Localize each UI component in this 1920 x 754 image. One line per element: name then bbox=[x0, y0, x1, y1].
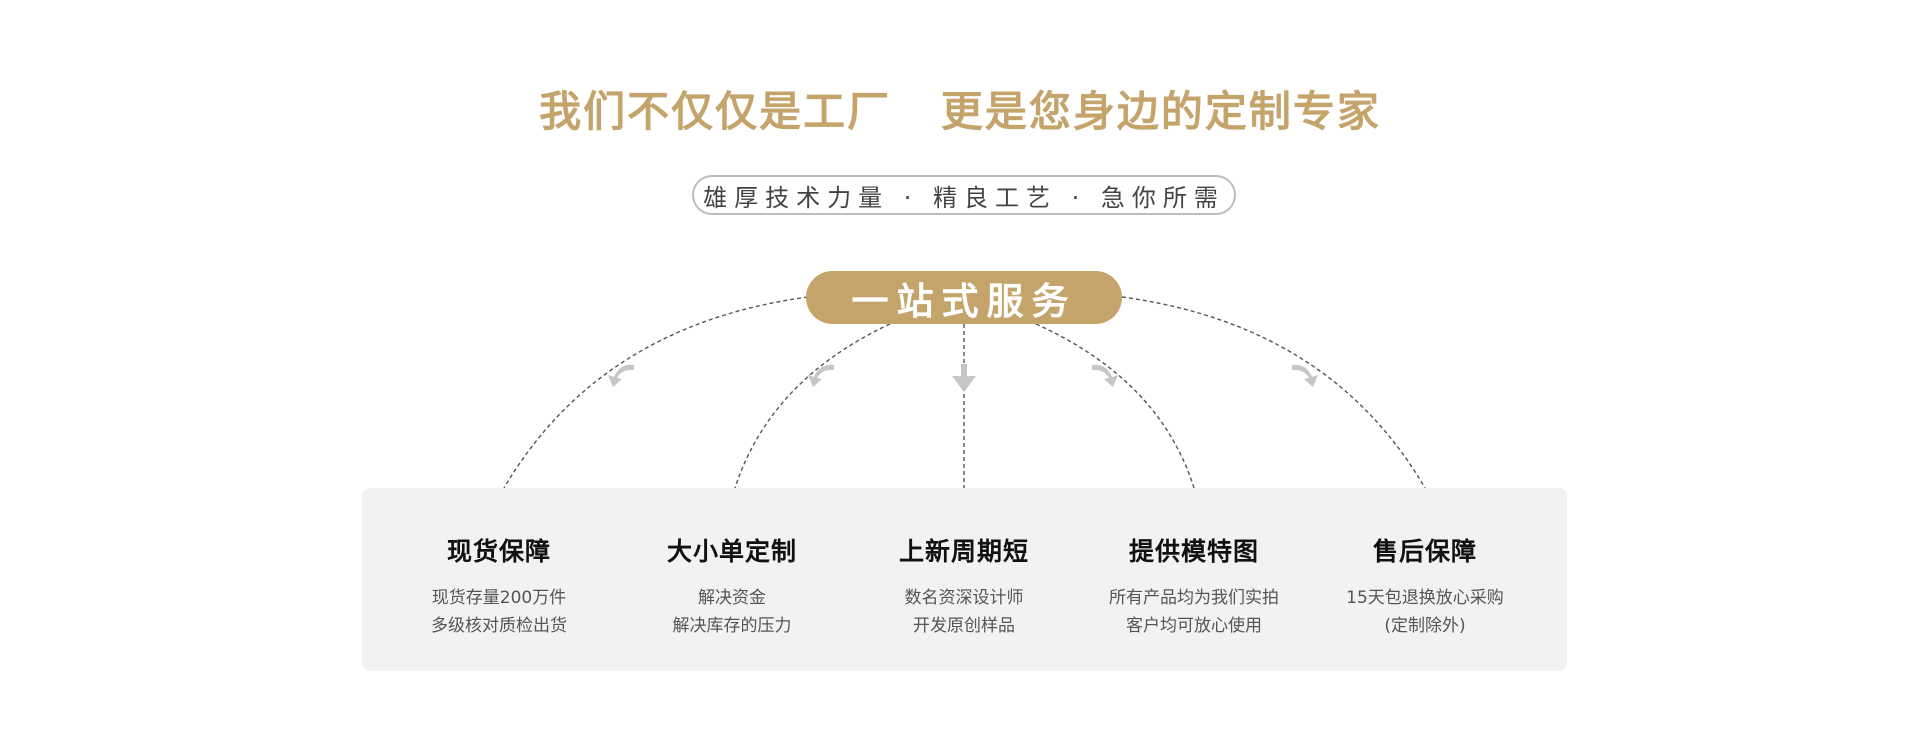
feature-line: 15天包退换放心采购 bbox=[1346, 588, 1504, 608]
one-stop-service-badge: 一站式服务 bbox=[806, 271, 1122, 324]
subtitle-pill: 雄厚技术力量 · 精良工艺 · 急你所需 bbox=[692, 175, 1236, 215]
feature-line: 所有产品均为我们实拍 bbox=[1109, 588, 1279, 608]
subtitle-text: 雄厚技术力量 · 精良工艺 · 急你所需 bbox=[703, 183, 1225, 212]
curved-arrow-icon bbox=[1092, 364, 1118, 387]
service-label: 一站式服务 bbox=[851, 279, 1077, 323]
inner-right-arc bbox=[1035, 323, 1195, 489]
curved-arrow-icon bbox=[608, 364, 634, 387]
feature-title: 上新周期短 bbox=[898, 537, 1029, 566]
feature-line: 多级核对质检出货 bbox=[431, 616, 567, 636]
outer-right-arc bbox=[1121, 296, 1426, 489]
feature-line: 开发原创样品 bbox=[913, 616, 1015, 636]
feature-model-photos: 提供模特图 所有产品均为我们实拍 客户均可放心使用 bbox=[1074, 532, 1314, 640]
feature-line: (定制除外) bbox=[1384, 616, 1466, 636]
outer-left-arc bbox=[503, 296, 809, 489]
inner-left-arc bbox=[734, 323, 891, 489]
down-arrow-icon bbox=[952, 364, 976, 392]
page-headline: 我们不仅仅是工厂 更是您身边的定制专家 bbox=[539, 87, 1381, 136]
feature-line: 现货存量200万件 bbox=[431, 588, 567, 608]
feature-after-sales: 售后保障 15天包退换放心采购 (定制除外) bbox=[1305, 532, 1545, 640]
curved-arrow-icon bbox=[1292, 364, 1318, 387]
curved-arrow-icon bbox=[808, 364, 834, 387]
feature-short-cycle: 上新周期短 数名资深设计师 开发原创样品 bbox=[844, 532, 1084, 640]
feature-title: 售后保障 bbox=[1372, 537, 1477, 566]
feature-line: 数名资深设计师 bbox=[904, 588, 1024, 608]
feature-line: 解决资金 bbox=[698, 588, 766, 608]
feature-line: 客户均可放心使用 bbox=[1126, 616, 1262, 636]
feature-line: 解决库存的压力 bbox=[672, 616, 792, 636]
feature-stock-guarantee: 现货保障 现货存量200万件 多级核对质检出货 bbox=[379, 532, 619, 640]
features-panel: 现货保障 现货存量200万件 多级核对质检出货 大小单定制 解决资金 解决库存的… bbox=[362, 488, 1567, 671]
feature-title: 提供模特图 bbox=[1128, 537, 1259, 566]
feature-custom-orders: 大小单定制 解决资金 解决库存的压力 bbox=[612, 532, 852, 640]
feature-title: 现货保障 bbox=[446, 537, 551, 566]
feature-title: 大小单定制 bbox=[666, 537, 797, 566]
